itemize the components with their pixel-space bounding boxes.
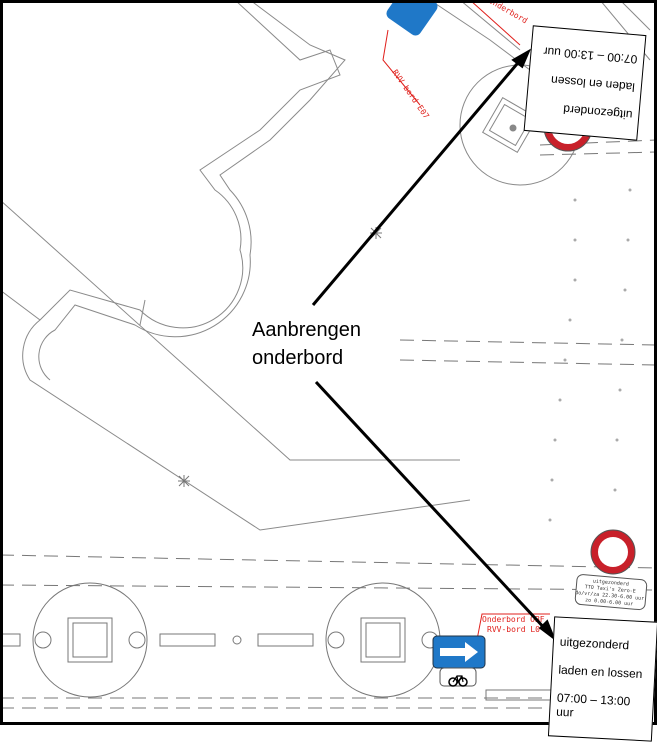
callout-line: uitgezonderd: [559, 634, 630, 653]
label-onderbord-bottom: Onderbord OBF: [482, 615, 545, 624]
callout-bottom: uitgezonderd laden en lossen 07:00 – 13:…: [547, 616, 657, 742]
dot-rows: [548, 188, 632, 522]
label-rvv-bottom: RVV-bord L0: [487, 625, 540, 634]
callout-top: uitgezonderd laden en lossen 07:00 – 13:…: [523, 25, 647, 141]
callout-line: laden en lossen: [550, 73, 636, 95]
annotation-label: Aanbrengen onderbord: [252, 316, 361, 372]
sign-parking-top: RVV-bord E07 Onderbord: [382, 0, 529, 121]
annotation-line: Aanbrengen: [252, 319, 361, 341]
label-onderbord-top: Onderbord: [487, 0, 529, 25]
annotation-arrows: [311, 48, 557, 642]
site-drawing: RVV-bord E07 Onderbord uitgezonderd TTO …: [0, 0, 657, 709]
callout-line: laden en lossen: [558, 662, 643, 682]
one-way-sign: Onderbord OBF RVV-bord L0: [432, 613, 550, 687]
callout-line: 07:00 – 13:00 uur: [555, 690, 631, 720]
building-outline: [0, 0, 651, 531]
label-rvv-e07: RVV-bord E07: [390, 68, 431, 121]
taxi-sign-line: uitgezonderd: [593, 578, 630, 587]
annotation-line: onderbord: [252, 347, 344, 369]
road-lanes: [0, 139, 657, 709]
callout-line: uitgezonderd: [562, 102, 633, 123]
taxi-sign-line: zo 0.00-6.00 uur: [585, 597, 634, 607]
callout-line: 07:00 – 13:00 uur: [542, 44, 638, 67]
taxi-sign-line: TTO Taxi's Zero-E: [584, 584, 636, 594]
